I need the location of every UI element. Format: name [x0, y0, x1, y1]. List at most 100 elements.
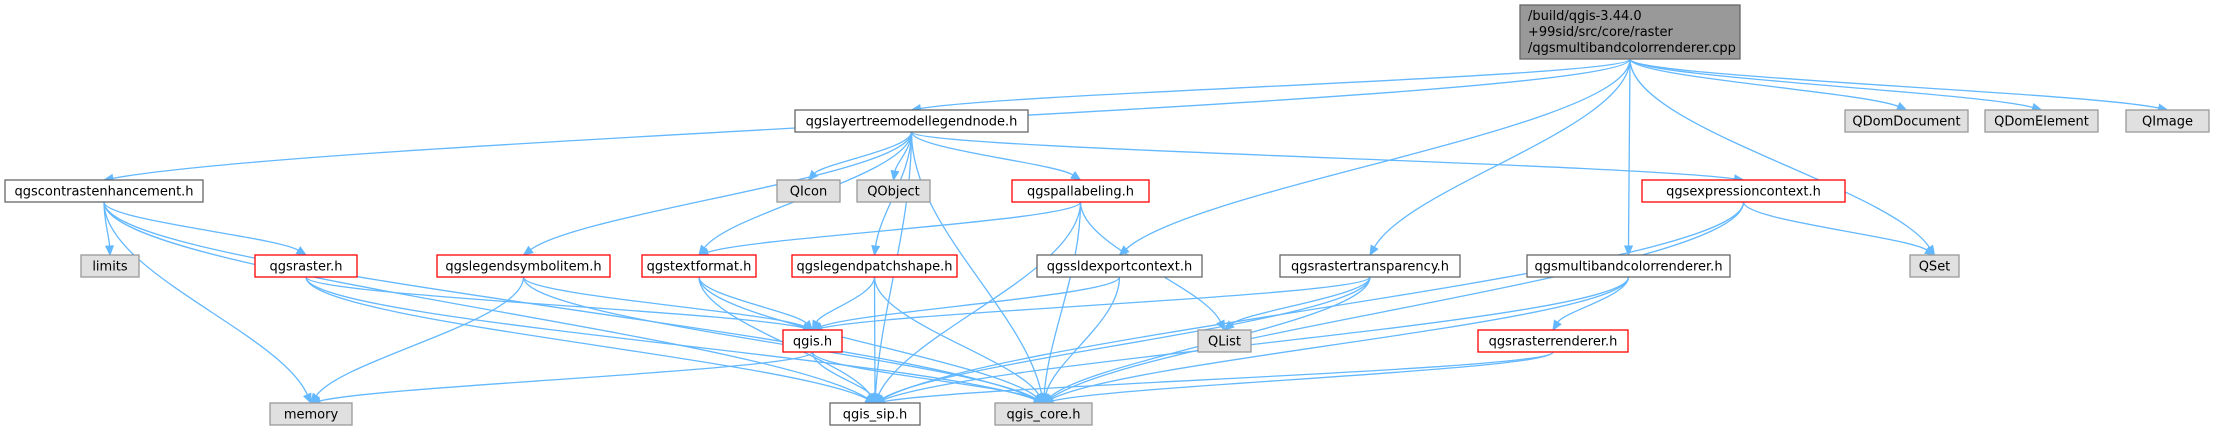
node-QSet: QSet: [1909, 254, 1960, 278]
edge-qgslayertreemodellegendnode-to-qgslegendsymbolitem: [522, 131, 913, 256]
node-label: memory: [284, 408, 339, 423]
node-label: QIcon: [790, 185, 827, 200]
node-limits: limits: [80, 254, 140, 278]
edge-line: [821, 276, 1371, 329]
edge-line: [1050, 201, 1745, 399]
edge-line: [1230, 276, 1371, 325]
edge-qgspallabeling-to-qgis_core: [1039, 201, 1082, 405]
edge-line: [920, 58, 1631, 110]
node-box: [1477, 329, 1629, 353]
edge-root-to-qgslayertreemodellegendnode: [910, 58, 1631, 113]
node-box: [1984, 109, 2099, 133]
edge-line: [698, 276, 807, 324]
edge-arrowhead-icon: [1070, 170, 1082, 181]
node-qgsexpressioncontext[interactable]: qgsexpressioncontext.h: [1641, 179, 1846, 203]
node-box: [829, 402, 921, 426]
node-qgscontrastenhancement[interactable]: qgscontrastenhancement.h: [4, 179, 204, 203]
node-qgstextformat[interactable]: qgstextformat.h: [641, 254, 757, 278]
node-root[interactable]: /build/qgis-3.44.0+99sid/src/core/raster…: [1519, 4, 1741, 60]
edge-arrowhead-icon: [302, 392, 312, 405]
edge-arrowhead-icon: [1552, 319, 1562, 332]
node-box: [1519, 4, 1741, 60]
node-box: [1844, 109, 1969, 133]
edge-line: [305, 276, 1036, 401]
edge-line: [707, 201, 1082, 253]
edge-line: [103, 201, 308, 396]
edge-line: [1629, 58, 1931, 248]
node-box: [269, 402, 353, 426]
edge-arrowhead-icon: [104, 245, 115, 257]
edge-qgsexpressioncontext-to-QSet: [1742, 201, 1936, 256]
edge-line: [882, 276, 1371, 399]
node-box: [80, 254, 140, 278]
edge-line: [319, 351, 814, 402]
edge-line: [1557, 276, 1630, 323]
edge-line: [1629, 58, 1899, 108]
edge-line: [910, 131, 1074, 176]
node-label: qgsmultibandcolorrenderer.h: [1534, 260, 1722, 275]
edge-line: [1125, 58, 1631, 250]
node-box: [1641, 179, 1846, 203]
node-qgslegendsymbolitem[interactable]: qgslegendsymbolitem.h: [436, 254, 611, 278]
node-QImage: QImage: [2125, 109, 2210, 133]
node-box: [1197, 329, 1252, 353]
edge-line: [811, 351, 872, 396]
node-qgsmultibandcolorrenderer[interactable]: qgsmultibandcolorrenderer.h: [1526, 254, 1731, 278]
edge-arrowhead-icon: [1924, 246, 1936, 256]
node-label: limits: [92, 260, 128, 275]
node-memory: memory: [269, 402, 353, 426]
node-QDomDocument: QDomDocument: [1844, 109, 1969, 133]
edge-qgscontrastenhancement-to-qgsraster: [103, 201, 308, 256]
edge-qgslegendpatchshape-to-qgis_sip: [870, 276, 880, 405]
node-label: qgis_core.h: [1007, 408, 1081, 423]
edge-root-to-qgssldexportcontext: [1118, 58, 1631, 256]
node-label: qgsrasterrenderer.h: [1489, 335, 1618, 350]
edge-arrowhead-icon: [1623, 245, 1634, 257]
node-qgis_core: qgis_core.h: [994, 402, 1093, 426]
node-label: qgis.h: [793, 335, 832, 350]
edge-line: [315, 276, 525, 397]
edge-line: [698, 276, 871, 396]
node-qgsraster[interactable]: qgsraster.h: [254, 254, 358, 278]
edge-line: [910, 131, 1735, 180]
node-label: QSet: [1919, 260, 1951, 275]
edge-line: [1052, 351, 1554, 402]
node-label: qgslayertreemodellegendnode.h: [806, 115, 1018, 130]
node-qgis_sip[interactable]: qgis_sip.h: [829, 402, 921, 426]
node-box: [1011, 179, 1150, 203]
node-box: [1036, 254, 1203, 278]
node-qgsrasterrenderer[interactable]: qgsrasterrenderer.h: [1477, 329, 1629, 353]
node-label: QObject: [867, 185, 920, 200]
node-box: [791, 254, 958, 278]
edge-line: [820, 276, 1121, 328]
node-qgslayertreemodellegendnode[interactable]: qgslayertreemodellegendnode.h: [794, 109, 1029, 133]
node-box: [994, 402, 1093, 426]
node-label: qgis_sip.h: [843, 408, 907, 423]
edge-line: [103, 201, 299, 251]
edge-line: [1627, 58, 1631, 247]
node-qgis[interactable]: qgis.h: [782, 329, 843, 353]
node-qgslegendpatchshape[interactable]: qgslegendpatchshape.h: [791, 254, 958, 278]
edge-qgis-to-memory: [309, 351, 814, 406]
edge-line: [103, 201, 1036, 400]
node-label: qgscontrastenhancement.h: [14, 185, 193, 200]
node-label: QDomDocument: [1852, 115, 1960, 130]
edge-arrowhead-icon: [890, 169, 900, 182]
edge-arrowhead-icon: [1369, 244, 1379, 257]
edge-line: [1373, 58, 1631, 248]
node-QIcon: QIcon: [776, 179, 841, 203]
edge-qgsmultibandcolorrenderer-to-qgsrasterrenderer: [1552, 276, 1630, 332]
edge-arrowhead-icon: [295, 246, 308, 256]
edge-qgslayertreemodellegendnode-to-qgsexpressioncontext: [910, 131, 1745, 184]
edge-arrowhead-icon: [871, 244, 881, 257]
edge-arrowhead-icon: [522, 245, 534, 256]
edge-line: [814, 131, 913, 174]
edge-line: [305, 276, 804, 329]
edge-root-to-QDomDocument: [1629, 58, 1908, 111]
node-qgssldexportcontext[interactable]: qgssldexportcontext.h: [1036, 254, 1203, 278]
node-qgspallabeling[interactable]: qgspallabeling.h: [1011, 179, 1150, 203]
edge-line: [103, 201, 868, 399]
node-qgsrastertransparency[interactable]: qgsrastertransparency.h: [1279, 254, 1461, 278]
edge-arrowhead-icon: [1895, 102, 1908, 111]
node-label: qgspallabeling.h: [1027, 185, 1134, 200]
